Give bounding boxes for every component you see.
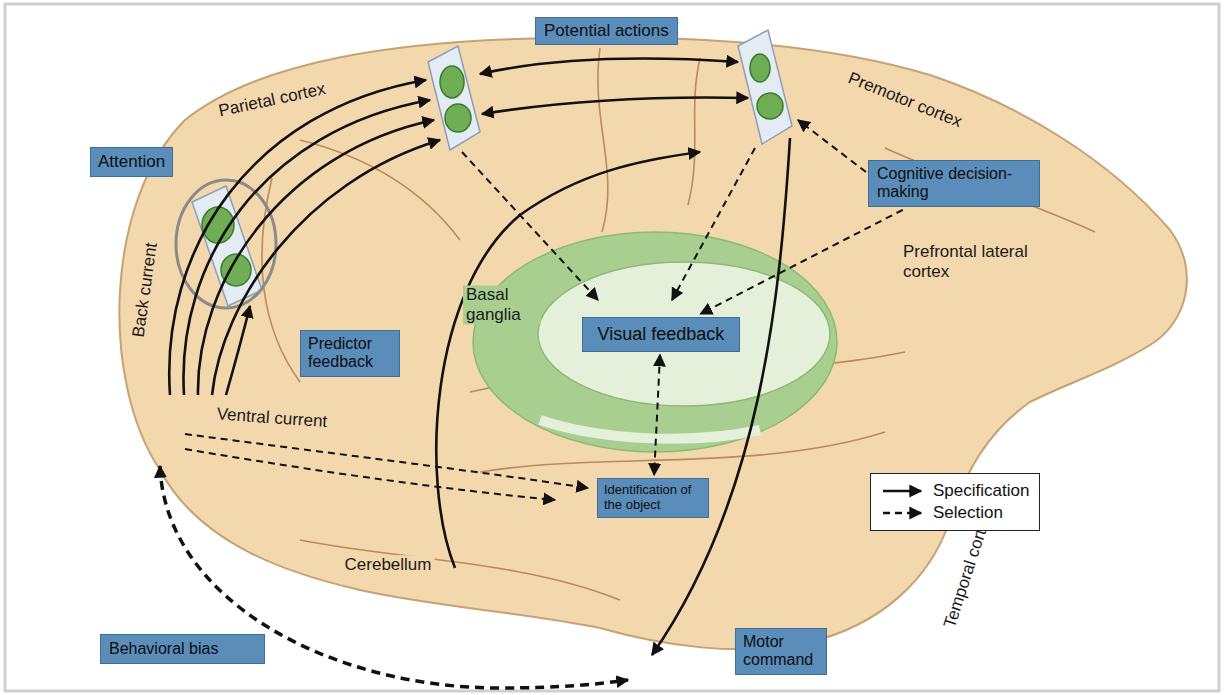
legend-label: Specification (933, 480, 1029, 502)
selection-arrow (798, 120, 866, 172)
selection-connector (654, 355, 660, 475)
selection-connector (700, 210, 902, 314)
legend-entry: Selection (881, 502, 1029, 524)
region-label: Prefrontal lateral cortex (903, 242, 1053, 281)
selection-arrow (672, 148, 755, 300)
dorsal-stream-arrow (226, 306, 250, 395)
basal-ganglia-tail (540, 420, 760, 439)
attention-box: Attention (90, 147, 173, 177)
legend-line (883, 490, 921, 492)
dorsal-stream-arrow (169, 80, 426, 395)
activity-blob (440, 66, 464, 98)
specification-arrow (480, 58, 738, 74)
activity-blob (445, 104, 471, 132)
image-frame (5, 4, 1219, 691)
box-text: Behavioral bias (109, 640, 256, 658)
action-box: Potential actions (535, 17, 678, 45)
dorsal-stream-arrow (198, 120, 434, 395)
bias-box: Behavioral bias (100, 634, 265, 664)
central-sulcus (598, 48, 608, 232)
region-label: Basal ganglia (463, 285, 541, 324)
box-text: Potential actions (544, 21, 669, 41)
box-text: Attention (98, 152, 165, 172)
cerebellum-border (300, 540, 620, 600)
legend-line (883, 512, 921, 514)
box-text: Identification of the object (604, 483, 702, 513)
ventral-stream-arrow (185, 449, 555, 500)
activity-blob (750, 54, 770, 82)
parietal-plane (428, 46, 480, 150)
feedback-box: Visual feedback (582, 317, 740, 352)
basal-ganglia-inner (538, 262, 830, 406)
decision-box: Cognitive decision-making (868, 160, 1040, 207)
ventral-stream-arrow (185, 434, 588, 488)
dorsal-stream-arrow (212, 140, 440, 395)
legend-swatch (881, 505, 927, 521)
arcuate-sulcus (688, 58, 700, 205)
box-text: Visual feedback (589, 324, 733, 345)
feedback-box: Predictor feedback (300, 330, 400, 377)
identification-box: Identification of the object (597, 478, 709, 518)
legend-box: SpecificationSelection (870, 473, 1040, 531)
motor-loop-arrow (652, 138, 790, 655)
box-text: Cognitive decision-making (877, 165, 1031, 202)
premotor-plane (738, 30, 792, 144)
command-box: Motor command (735, 628, 827, 675)
region-label: Cerebellum (342, 555, 435, 575)
basal-ganglia (473, 232, 837, 452)
legend-swatch (881, 483, 927, 499)
specification-arrow (482, 98, 748, 114)
box-text: Motor command (743, 633, 819, 670)
legend-entry: Specification (881, 480, 1029, 502)
selection-arrow (462, 152, 598, 300)
box-text: Predictor feedback (308, 335, 392, 372)
intraparietal-sulcus (300, 140, 460, 240)
brain-outline (119, 37, 1186, 649)
legend-label: Selection (933, 502, 1003, 524)
activity-blob (757, 93, 783, 119)
